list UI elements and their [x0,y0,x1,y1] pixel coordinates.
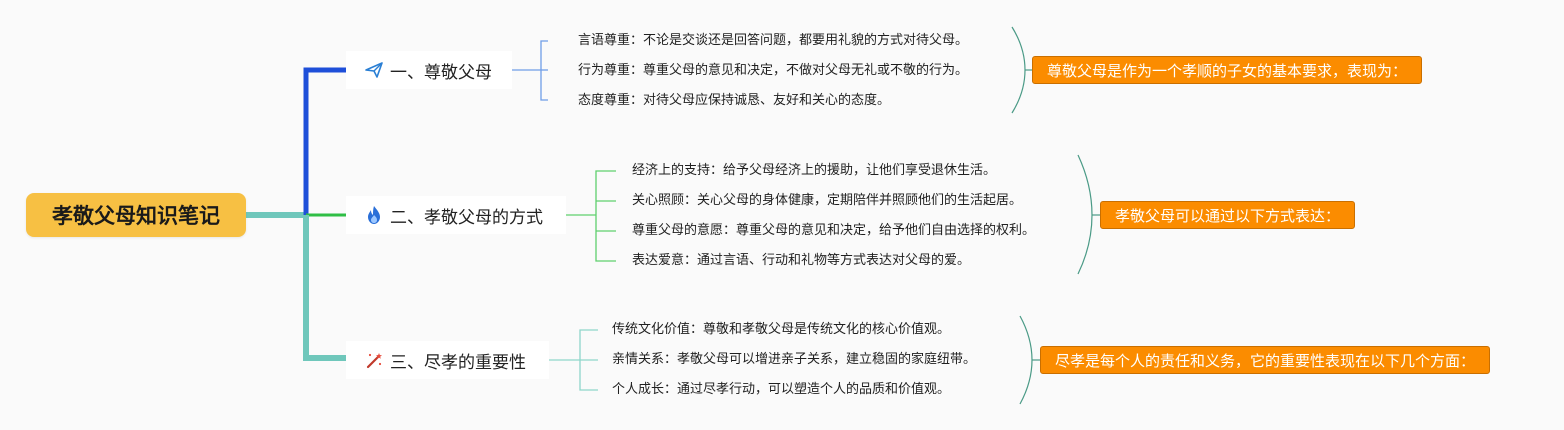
branch-3-leaf-bracket [549,329,598,391]
branch-3-connector [303,215,346,361]
summary-note[interactable]: 尽孝是每个人的责任和义务，它的重要性表现在以下几个方面： [1040,346,1491,374]
root-topic[interactable]: 孝敬父母知识笔记 [26,193,246,237]
branch-respect-parents[interactable]: 一、尊敬父母 [346,51,512,89]
leaf-item[interactable]: 传统文化价值：尊敬和孝敬父母是传统文化的核心价值观。 [612,322,951,337]
branch-label: 二、孝敬父母的方式 [390,207,543,228]
leaf-item[interactable]: 经济上的支持：给予父母经济上的援助，让他们享受退休生活。 [632,163,997,178]
leaf-item[interactable]: 态度尊重：对待父母应保持诚恳、友好和关心的态度。 [578,93,891,108]
leaf-item[interactable]: 表达爱意：通过言语、行动和礼物等方式表达对父母的爱。 [632,253,971,268]
leaf-item[interactable]: 言语尊重：不论是交谈还是回答问题，都要用礼貌的方式对待父母。 [578,33,969,48]
magic-wand-icon [364,350,384,370]
leaf-item[interactable]: 行为尊重：尊重父母的意见和决定，不做对父母无礼或不敬的行为。 [578,63,969,78]
branch-label: 一、尊敬父母 [390,62,492,83]
branch-importance[interactable]: 三、尽孝的重要性 [346,341,549,379]
paper-plane-icon [364,60,384,80]
summary-note[interactable]: 孝敬父母可以通过以下方式表达： [1100,201,1356,229]
branch-1-leaf-bracket [512,40,548,101]
leaf-item[interactable]: 个人成长：通过尽孝行动，可以塑造个人的品质和价值观。 [612,382,951,397]
branch-1-connector [303,67,346,215]
branch-ways-to-honor[interactable]: 二、孝敬父母的方式 [346,196,566,234]
summary-brace-1 [1011,26,1026,114]
summary-brace-3 [1019,315,1033,405]
leaf-item[interactable]: 关心照顾：关心父母的身体健康，定期陪伴并照顾他们的生活起居。 [632,193,1023,208]
flame-icon [364,205,384,225]
summary-note[interactable]: 尊敬父母是作为一个孝顺的子女的基本要求，表现为： [1032,56,1423,84]
leaf-item[interactable]: 亲情关系：孝敬父母可以增进亲子关系，建立稳固的家庭纽带。 [612,352,977,367]
branch-label: 三、尽孝的重要性 [390,352,526,373]
branch-2-leaf-bracket [566,170,616,262]
leaf-item[interactable]: 尊重父母的意愿：尊重父母的意见和决定，给予他们自由选择的权利。 [632,223,1036,238]
summary-brace-2 [1077,154,1093,275]
